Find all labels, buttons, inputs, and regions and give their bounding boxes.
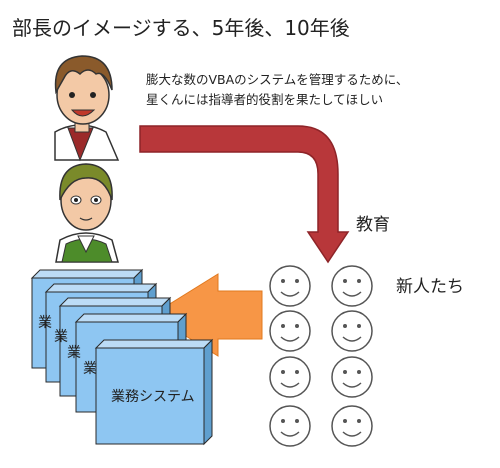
smiley-face-icon xyxy=(331,405,373,447)
smiley-face-icon xyxy=(331,356,373,398)
education-label: 教育 xyxy=(356,215,390,235)
system-box-label: 業 xyxy=(38,315,52,331)
front-system-label: 業務システム xyxy=(111,389,195,405)
smiley-face-icon xyxy=(331,310,373,352)
manager-illustration xyxy=(54,55,120,162)
newcomer-faces xyxy=(269,265,373,447)
smiley-face-icon xyxy=(269,356,311,398)
system-box-label: 業 xyxy=(67,345,81,361)
smiley-face-icon xyxy=(331,265,373,307)
manager-quote-line-1: 膨大な数のVBAのシステムを管理するために、 xyxy=(146,72,409,87)
page-title: 部長のイメージする、5年後、10年後 xyxy=(12,16,350,40)
smiley-face-icon xyxy=(269,265,311,307)
manager-quote: 膨大な数のVBAのシステムを管理するために、 星くんには指導者的役割を果たしてほ… xyxy=(146,70,408,110)
system-box-front xyxy=(94,338,214,446)
smiley-face-icon xyxy=(269,310,311,352)
smiley-face-icon xyxy=(269,405,311,447)
newcomers-label: 新人たち xyxy=(396,277,464,297)
manager-quote-line-2: 星くんには指導者的役割を果たしてほしい xyxy=(146,92,384,107)
business-system-stack xyxy=(30,268,214,446)
system-box-label: 業 xyxy=(54,329,68,345)
hoshi-illustration xyxy=(55,163,119,263)
education-arrow xyxy=(139,125,350,264)
system-box-label: 業 xyxy=(83,361,97,377)
